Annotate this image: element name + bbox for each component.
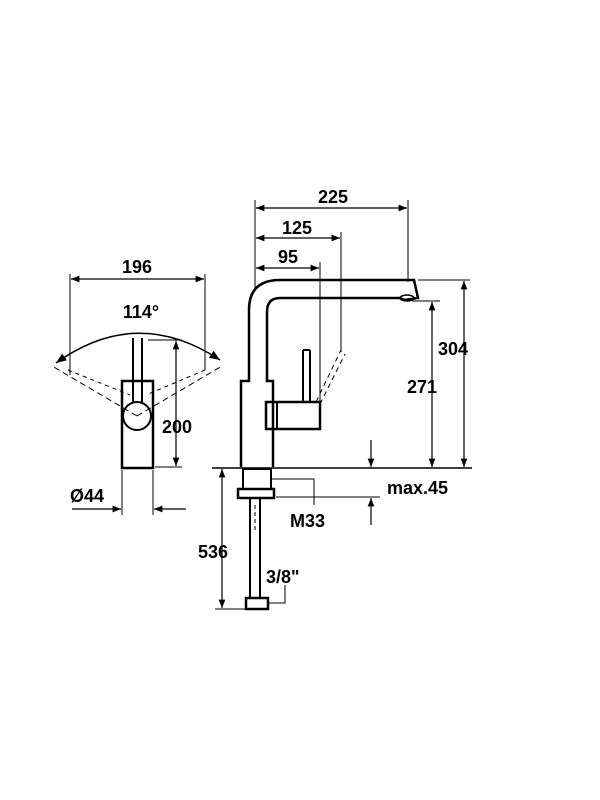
angle-label: 114° — [123, 302, 159, 322]
hose-fitting — [244, 596, 270, 611]
dimension-label-536: 536 — [198, 542, 228, 562]
lever-position-line — [67, 369, 131, 396]
thread-label: M33 — [290, 511, 325, 531]
hose-thread-leader — [268, 585, 286, 604]
thread-leader — [272, 478, 315, 505]
dimension-label-225: 225 — [318, 187, 348, 207]
side-view: 225 125 95 304 271 max.45 M33 536 3/8" — [198, 187, 472, 611]
hose-thread-label: 3/8" — [266, 567, 300, 587]
swing-limit-line — [51, 365, 138, 417]
mounting-shank — [242, 468, 272, 490]
front-lever-hub — [122, 401, 152, 431]
front-view: 196 114° 200 Ø44 — [51, 257, 223, 515]
dimension-label-271: 271 — [407, 377, 437, 397]
lever-cylinder — [264, 400, 322, 431]
front-body — [120, 379, 155, 470]
dimension-label-200: 200 — [162, 417, 192, 437]
dimension-label-diameter: Ø44 — [70, 486, 104, 506]
swing-limit-line — [136, 365, 223, 417]
swing-arc — [55, 332, 221, 364]
dimension-label-304: 304 — [438, 339, 468, 359]
dimension-label-196: 196 — [122, 257, 152, 277]
dimension-label-125: 125 — [282, 218, 312, 238]
dimension-label-95: 95 — [278, 247, 298, 267]
dimension-label-max45: max.45 — [387, 478, 448, 498]
spout-outlet — [399, 294, 415, 302]
lever-swing-line — [319, 353, 346, 405]
mounting-nut — [236, 487, 276, 500]
side-body-spout — [239, 278, 420, 467]
